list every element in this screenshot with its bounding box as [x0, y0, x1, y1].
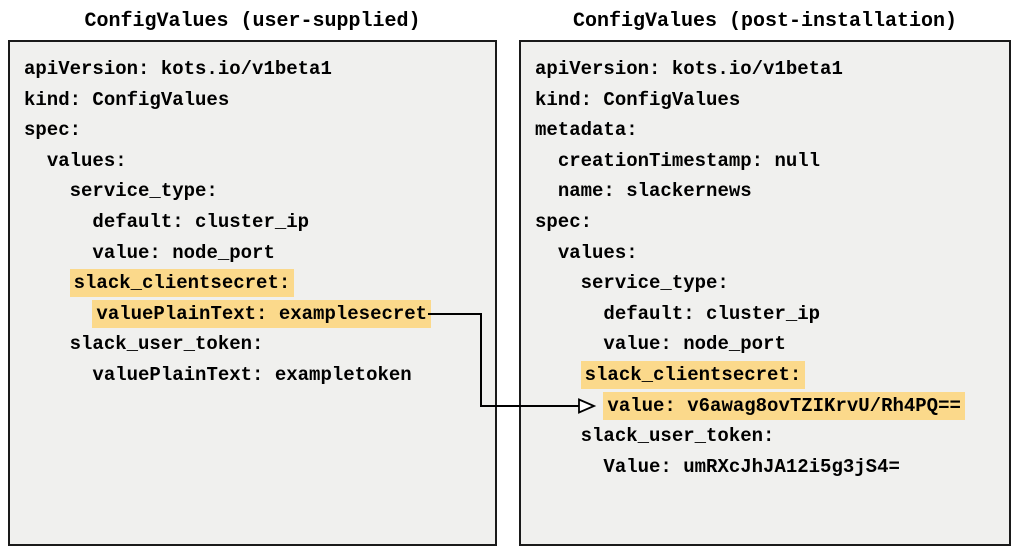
yaml-line: apiVersion: kots.io/v1beta1: [24, 54, 495, 85]
config-values-user-supplied-panel: apiVersion: kots.io/v1beta1 kind: ConfigV…: [8, 40, 497, 546]
yaml-line: metadata:: [535, 115, 1009, 146]
yaml-line: values:: [24, 146, 495, 177]
yaml-line: value: v6awag8ovTZIKrvU/Rh4PQ==: [535, 391, 1009, 422]
yaml-text: service_type:: [69, 180, 218, 203]
yaml-line: values:: [535, 238, 1009, 269]
yaml-text: value: node_port: [92, 241, 275, 264]
yaml-text: Value: umRXcJhJA12i5g3jS4=: [603, 455, 900, 478]
yaml-text: slack_user_token:: [69, 333, 264, 356]
yaml-line: Value: umRXcJhJA12i5g3jS4=: [535, 452, 1009, 483]
yaml-code-left: apiVersion: kots.io/v1beta1 kind: ConfigV…: [10, 42, 495, 391]
highlighted-yaml-text: value: v6awag8ovTZIKrvU/Rh4PQ==: [603, 391, 965, 420]
yaml-line: default: cluster_ip: [24, 207, 495, 238]
yaml-text: default: cluster_ip: [92, 210, 310, 233]
yaml-line: value: node_port: [24, 238, 495, 269]
yaml-line: spec:: [24, 115, 495, 146]
yaml-text: apiVersion: kots.io/v1beta1: [535, 58, 843, 80]
highlighted-yaml-text: slack_clientsecret:: [580, 360, 806, 389]
yaml-text: kind: ConfigValues: [535, 88, 741, 111]
yaml-text: service_type:: [580, 272, 729, 295]
yaml-line: valuePlainText: examplesecret: [24, 299, 495, 330]
yaml-text: values:: [46, 149, 127, 172]
highlighted-yaml-text: valuePlainText: examplesecret: [92, 299, 432, 328]
highlighted-yaml-text: slack_clientsecret:: [69, 269, 295, 298]
yaml-line: slack_clientsecret:: [24, 268, 495, 299]
yaml-line: service_type:: [24, 176, 495, 207]
right-panel-title: ConfigValues (post-installation): [572, 10, 958, 33]
yaml-text: value: node_port: [603, 333, 786, 356]
yaml-line: kind: ConfigValues: [24, 85, 495, 116]
yaml-line: creationTimestamp: null: [535, 146, 1009, 177]
yaml-line: spec:: [535, 207, 1009, 238]
yaml-text: slack_user_token:: [580, 425, 775, 448]
yaml-line: value: node_port: [535, 329, 1009, 360]
yaml-line: kind: ConfigValues: [535, 85, 1009, 116]
yaml-text: valuePlainText: exampletoken: [92, 363, 412, 386]
yaml-line: slack_clientsecret:: [535, 360, 1009, 391]
yaml-code-right: apiVersion: kots.io/v1beta1 kind: ConfigV…: [521, 42, 1009, 482]
yaml-line: apiVersion: kots.io/v1beta1: [535, 54, 1009, 85]
yaml-text: spec:: [24, 119, 82, 142]
yaml-text: kind: ConfigValues: [24, 88, 230, 111]
yaml-line: service_type:: [535, 268, 1009, 299]
yaml-text: apiVersion: kots.io/v1beta1: [24, 58, 332, 80]
yaml-text: default: cluster_ip: [603, 302, 821, 325]
left-panel-title: ConfigValues (user-supplied): [84, 10, 421, 33]
yaml-text: spec:: [535, 210, 593, 233]
yaml-line: name: slackernews: [535, 176, 1009, 207]
yaml-line: slack_user_token:: [24, 329, 495, 360]
yaml-line: slack_user_token:: [535, 421, 1009, 452]
yaml-text: metadata:: [535, 119, 638, 142]
yaml-text: values:: [557, 241, 638, 264]
yaml-line: default: cluster_ip: [535, 299, 1009, 330]
yaml-text: creationTimestamp: null: [557, 149, 821, 172]
yaml-text: name: slackernews: [557, 180, 752, 203]
yaml-line: valuePlainText: exampletoken: [24, 360, 495, 391]
config-values-post-installation-panel: apiVersion: kots.io/v1beta1 kind: ConfigV…: [519, 40, 1011, 546]
